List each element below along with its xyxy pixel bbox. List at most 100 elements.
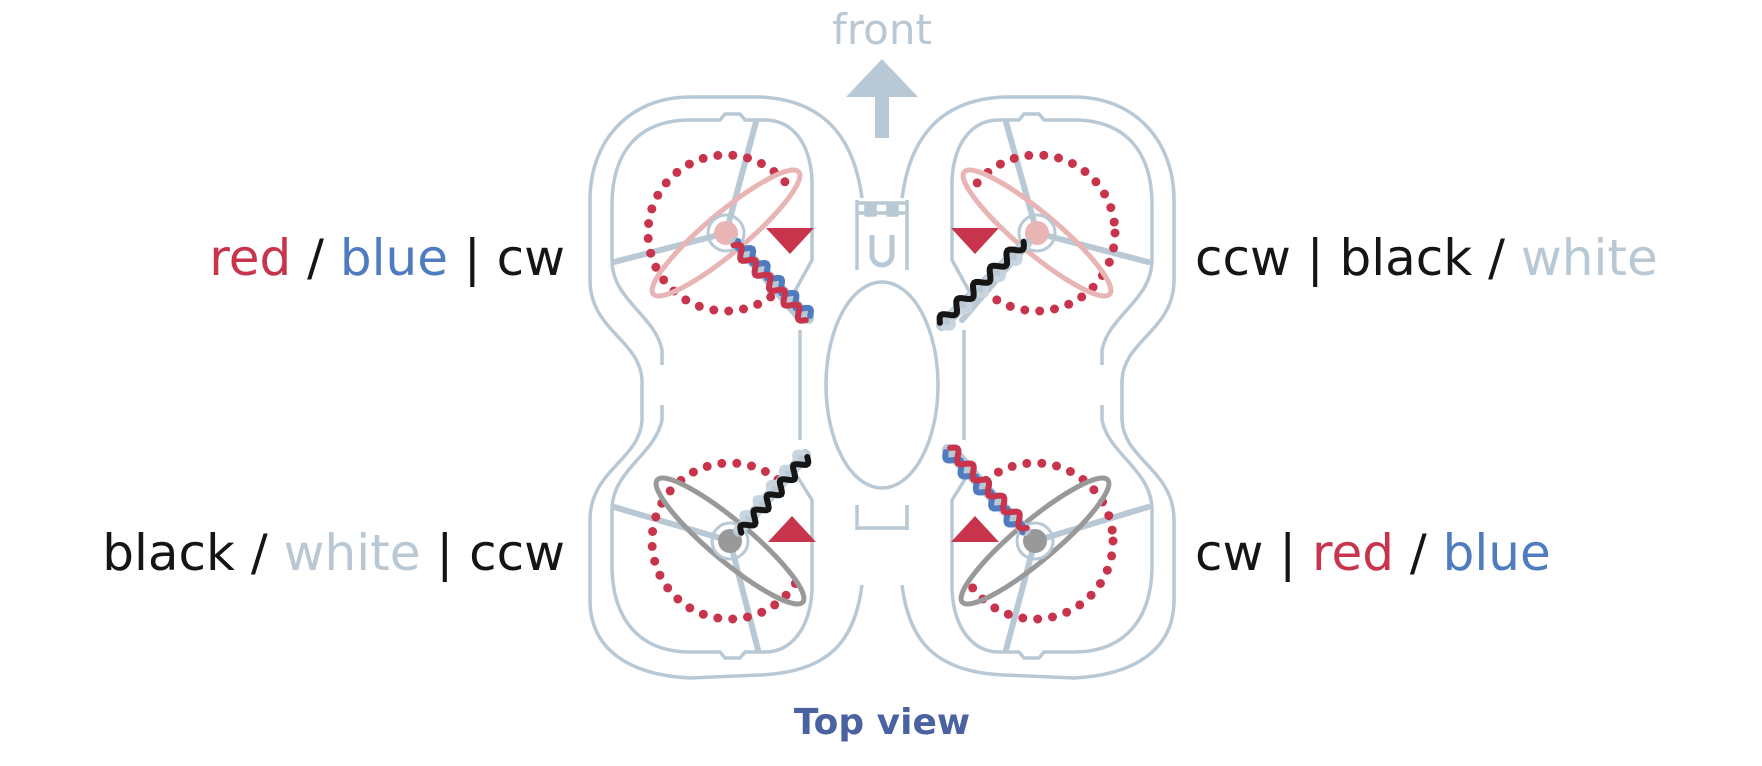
rotation-dot <box>995 159 1005 169</box>
motor-hub <box>1023 529 1047 553</box>
rotation-dot <box>990 603 1000 613</box>
rotation-dot <box>1065 467 1075 476</box>
frame-inner-tl <box>610 112 814 365</box>
front-label: front <box>832 5 932 54</box>
motor-mount <box>706 213 746 253</box>
connector-pin-2 <box>886 203 899 217</box>
rotation-dot <box>766 292 776 302</box>
label-part: blue <box>340 229 448 287</box>
motor-hub <box>1025 221 1049 245</box>
rotation-dot <box>770 600 780 610</box>
rotation-dot <box>1100 189 1109 199</box>
label-part: red <box>209 229 291 287</box>
label-part: | ccw <box>420 524 565 582</box>
front-arrow-icon <box>846 59 918 138</box>
motor-label-front-right: ccw | black / white <box>1195 229 1658 287</box>
rotation-dot <box>646 248 656 258</box>
rotation-dot <box>702 461 712 471</box>
label-part: / <box>291 229 340 287</box>
rotation-dot <box>756 159 766 168</box>
motor-wires <box>729 237 1032 537</box>
label-part: white <box>1521 229 1658 287</box>
connector-pin-1 <box>864 203 877 217</box>
rotation-dot <box>651 512 661 522</box>
duct-tr <box>950 180 976 301</box>
rotation-dot <box>673 594 683 604</box>
rotation-dot <box>1064 299 1074 309</box>
rotation-dot <box>1109 243 1119 253</box>
rotation-dot <box>1024 150 1034 160</box>
rotation-dot <box>1075 600 1085 610</box>
rotation-dot <box>647 204 657 214</box>
rotation-dot <box>724 306 734 316</box>
rotation-dot <box>643 233 653 243</box>
label-part: / <box>1472 229 1521 287</box>
rotation-dot <box>992 295 1002 305</box>
rotation-dot <box>647 541 657 551</box>
rotation-dot <box>1039 150 1049 160</box>
rotation-dot <box>1037 458 1047 468</box>
label-part: | cw <box>448 229 565 287</box>
rotation-dot <box>661 178 671 188</box>
label-part: white <box>284 524 421 582</box>
rotation-dot <box>728 150 738 160</box>
rotation-dot <box>1107 551 1117 561</box>
rotation-dot <box>1109 217 1119 227</box>
motor-label-rear-right: cw | red / blue <box>1195 524 1551 582</box>
wire-red <box>730 241 809 324</box>
rotation-dot <box>1054 153 1063 163</box>
rotation-dot <box>780 177 790 187</box>
rotation-dot <box>1089 485 1099 495</box>
rotation-arrow-ccw-icon <box>768 516 816 542</box>
rotation-dot <box>1088 282 1098 292</box>
frame-outer-left <box>588 95 864 680</box>
rotation-dot <box>713 613 723 623</box>
rotation-dot <box>1009 153 1019 163</box>
rotation-dot <box>728 614 738 624</box>
label-part: black <box>102 524 235 582</box>
rotation-dot <box>1106 203 1116 213</box>
rotation-arrow-cw-icon <box>766 228 814 254</box>
rotation-dot <box>993 467 1003 477</box>
rotation-dot <box>1048 612 1057 622</box>
frame-inner-br <box>950 405 1154 660</box>
wire-red <box>947 444 1030 532</box>
rotation-dot <box>1110 228 1120 238</box>
frame-arms <box>611 119 1151 653</box>
rotation-dot <box>665 486 675 496</box>
rotation-dot <box>760 467 770 476</box>
rotation-dot <box>732 458 742 468</box>
rotation-dot <box>1003 609 1013 619</box>
rotation-dot <box>757 607 767 617</box>
rotation-dot <box>747 461 756 471</box>
rotation-dot <box>1022 458 1032 468</box>
rotation-dot <box>684 159 694 169</box>
wire-black <box>737 454 812 536</box>
rotation-dot <box>698 153 708 163</box>
rotation-dot <box>1086 590 1096 600</box>
motor-label-front-left: red / blue | cw <box>209 229 565 287</box>
battery-oval <box>824 280 940 490</box>
rotation-dot <box>685 603 695 613</box>
rotation-dot <box>1107 525 1117 535</box>
label-part: / <box>235 524 284 582</box>
rotation-dot <box>753 299 763 309</box>
rotation-dot <box>1020 305 1030 315</box>
drone-frame <box>588 95 1176 680</box>
rotation-dot <box>650 556 660 566</box>
rotation-dot <box>743 153 752 163</box>
motor-mount <box>1015 521 1055 561</box>
duct-tl <box>788 180 814 301</box>
rotation-dot <box>1035 306 1045 316</box>
rear-connector <box>855 505 909 530</box>
rotation-dot <box>972 178 982 188</box>
rotation-dot <box>659 275 669 285</box>
rotation-dot <box>781 590 791 600</box>
frame-inner-bl <box>610 405 814 660</box>
rotation-dot <box>709 305 719 315</box>
motor-mount <box>710 521 750 561</box>
rotation-arrow-ccw-icon <box>951 228 999 254</box>
rotation-dot <box>1062 607 1072 617</box>
rotation-dot <box>1091 177 1101 187</box>
